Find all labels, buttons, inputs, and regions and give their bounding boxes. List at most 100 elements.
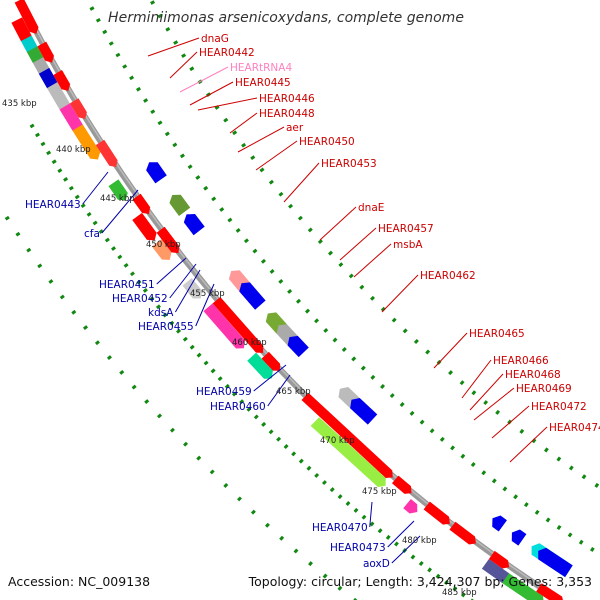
gene-label-forward[interactable]: HEAR0466 [493, 355, 549, 367]
scale-tick [399, 401, 405, 408]
scale-tick [129, 271, 135, 277]
scale-tick [337, 585, 343, 591]
leader-line [229, 112, 258, 134]
scale-tick [149, 296, 155, 302]
gene-arrow [38, 67, 58, 90]
scale-tick [86, 211, 92, 217]
gene-label-forward[interactable]: aer [286, 122, 304, 134]
scale-tick [80, 203, 86, 209]
gene-label-forward[interactable]: HEAR0465 [469, 328, 525, 340]
gene-label-reverse[interactable]: HEAR0473 [330, 542, 386, 554]
gene-label-forward[interactable]: msbA [393, 239, 423, 251]
scale-tick [578, 539, 584, 545]
scale-tick [29, 123, 35, 129]
kbp-label: 445 kbp [100, 194, 135, 204]
gene-label-forward[interactable]: HEAR0448 [259, 108, 315, 120]
scale-tick [129, 75, 135, 81]
scale-tick [418, 560, 424, 567]
scale-tick [413, 338, 419, 344]
scale-tick [131, 384, 137, 390]
gene-arrow [239, 282, 266, 310]
gene-label-forward[interactable]: HEAR0442 [199, 47, 255, 59]
scale-tick [534, 509, 540, 515]
scale-tick [150, 109, 156, 115]
gene-label-reverse[interactable]: HEAR0443 [25, 199, 81, 211]
scale-tick [288, 203, 294, 209]
gene-label-reverse[interactable]: HEAR0455 [138, 321, 194, 333]
gene-label-forward[interactable]: HEAR0472 [531, 401, 587, 413]
scale-tick [224, 383, 230, 389]
scale-tick [278, 278, 284, 284]
leader-line [469, 373, 504, 411]
scale-tick [157, 13, 163, 19]
gene-label-forward[interactable]: dnaE [358, 202, 384, 214]
scale-tick [123, 263, 129, 268]
scale-tick [232, 130, 238, 136]
gene-label-reverse[interactable]: kdsA [148, 307, 174, 319]
gene-label-forward[interactable]: dnaG [201, 33, 229, 45]
forward-gene-labels: dnaG HEAR0442 HEARtRNA4 HEAR0445 HEAR044… [199, 33, 600, 434]
kbp-label: 485 kbp [442, 588, 477, 598]
gene-label-reverse[interactable]: aoxD [363, 558, 390, 570]
scale-tick [348, 273, 354, 279]
leader-line [387, 520, 415, 548]
scale-tick [278, 191, 284, 197]
gene-label-forward[interactable]: HEAR0453 [321, 158, 377, 170]
gene-label-forward[interactable]: HEAR0462 [420, 270, 476, 282]
scale-tick [359, 284, 365, 290]
scale-tick [172, 142, 178, 148]
gene-arrow [95, 139, 118, 168]
gene-arrow [169, 194, 191, 216]
gene-arrow [350, 398, 378, 425]
scale-tick [179, 153, 185, 159]
leader-line [195, 283, 215, 327]
scale-tick [329, 487, 335, 493]
scale-tick [332, 337, 338, 343]
gene-label-reverse[interactable]: HEAR0460 [210, 401, 266, 413]
scale-tick [169, 320, 175, 326]
gene-arrow [53, 70, 71, 91]
gene-label-forward[interactable]: HEAR0450 [299, 136, 355, 148]
scale-tick [144, 399, 150, 405]
gene-label-forward[interactable]: HEAR0446 [259, 93, 315, 105]
scale-tick [223, 117, 229, 123]
gene-label-trna[interactable]: HEARtRNA4 [230, 62, 292, 74]
gene-label-forward[interactable]: HEAR0469 [516, 383, 572, 395]
scale-tick [227, 217, 233, 223]
gene-label-reverse[interactable]: HEAR0470 [312, 522, 368, 534]
scale-tick [370, 295, 375, 301]
scale-tick [219, 207, 225, 212]
scale-tick [136, 279, 142, 285]
scale-tick [169, 427, 175, 433]
leader-line [169, 263, 197, 299]
backbone-layer [17, 0, 562, 600]
scale-tick [322, 480, 327, 486]
scale-tick [104, 237, 110, 243]
scale-tick [341, 347, 347, 352]
scale-tick [203, 185, 209, 191]
scale-tick [195, 175, 201, 180]
scale-tick [287, 288, 293, 294]
gene-label-forward[interactable]: HEAR0468 [505, 369, 561, 381]
leader-line [319, 206, 357, 241]
scale-tick [353, 597, 358, 600]
kbp-label: 470 kbp [320, 436, 355, 446]
scale-tick [51, 159, 57, 165]
leader-line [156, 257, 187, 285]
gene-label-reverse[interactable]: HEAR0459 [196, 386, 252, 398]
gene-label-forward[interactable]: HEAR0474 [549, 422, 600, 434]
scale-tick [156, 413, 163, 419]
scale-tick [57, 168, 63, 173]
reverse-gene-labels: HEAR0443 cfa HEAR0451 HEAR0452 kdsA HEAR… [25, 199, 390, 570]
gene-label-reverse[interactable]: HEAR0452 [112, 293, 168, 305]
gene-label-reverse[interactable]: cfa [84, 228, 100, 240]
gene-label-forward[interactable]: HEAR0445 [235, 77, 291, 89]
scale-tick [502, 486, 508, 492]
gene-label-reverse[interactable]: HEAR0451 [99, 279, 155, 291]
scale-tick [531, 438, 537, 444]
gene-label-forward[interactable]: HEAR0457 [378, 223, 434, 235]
scale-tick [252, 248, 258, 254]
scale-tick [119, 369, 125, 375]
scale-tick [409, 410, 415, 416]
scale-tick [26, 247, 32, 253]
